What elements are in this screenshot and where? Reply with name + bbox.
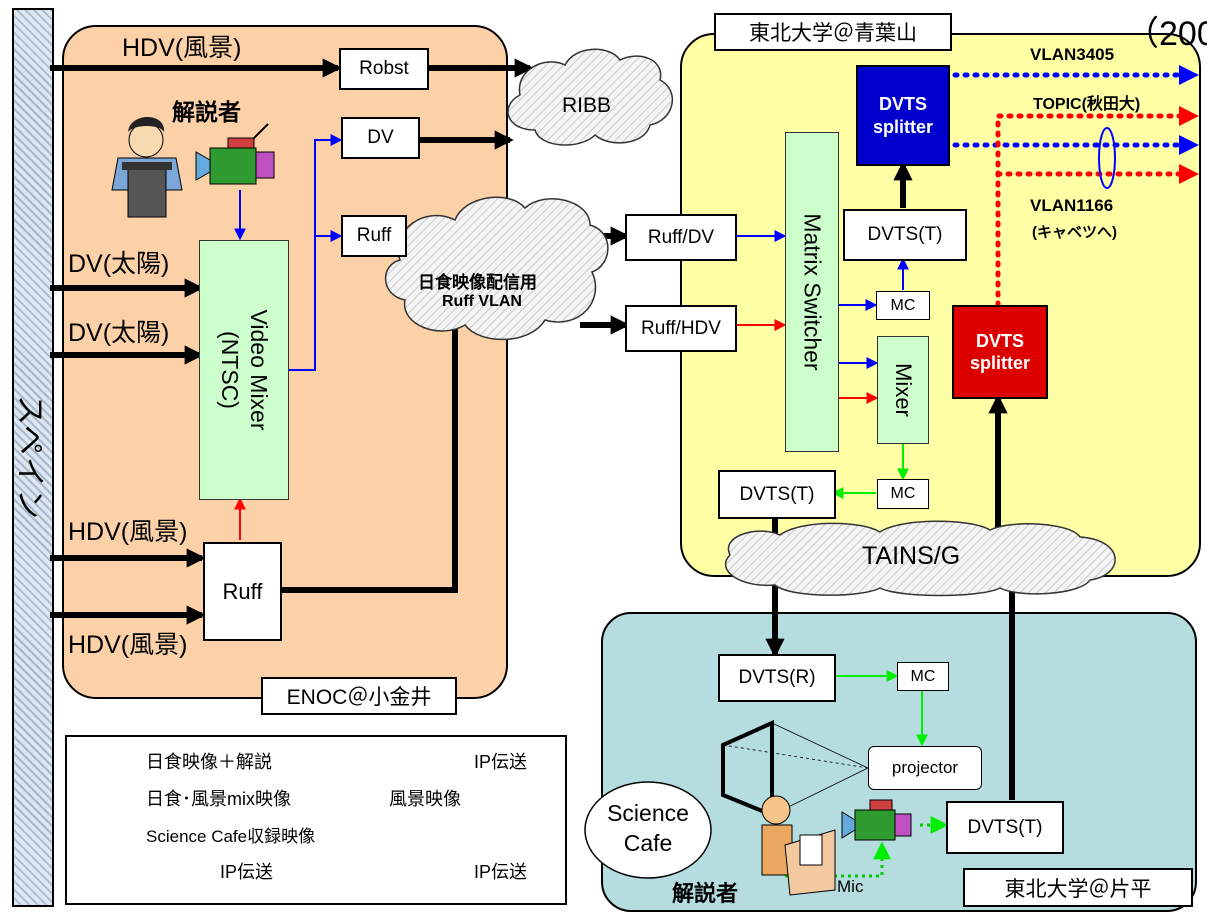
input-label-dv1: DV(太陽) — [68, 250, 170, 278]
mc2-box: MC — [877, 479, 929, 509]
projector-box: projector — [868, 746, 982, 790]
science-cafe-ellipse — [584, 781, 712, 879]
ruff-vlan-cloud — [384, 196, 609, 341]
camera-top-icon — [195, 123, 275, 185]
cabbage-label: (キャベツへ) — [1032, 224, 1117, 241]
ribb-cloud — [507, 48, 674, 146]
dvts-t-bottom-box: DVTS(T) — [946, 801, 1064, 854]
tains-cloud — [724, 520, 1116, 597]
legend-red-dotted-label: IP伝送 — [474, 862, 528, 882]
vlan1166-ellipse — [1098, 127, 1116, 189]
ribb-label: RIBB — [562, 94, 612, 117]
arrow-mixer-dv — [287, 134, 343, 371]
dvts-splitter-red: DVTS splitter — [952, 305, 1048, 399]
video-mixer-line1: Video Mixer — [245, 309, 272, 431]
commentator-top-icon — [111, 117, 183, 218]
input-label-hdv-bottom: HDV(風景) — [68, 631, 188, 659]
matrix-switcher-label: Matrix Switcher — [799, 213, 826, 371]
matrix-switcher-box: Matrix Switcher — [785, 132, 839, 452]
mixer-label: Mixer — [891, 363, 916, 417]
dv-box: DV — [341, 117, 420, 159]
legend-blue-label: 日食映像＋解説 — [146, 752, 272, 772]
legend-blue-dotted-label: IP伝送 — [220, 862, 274, 882]
legend-box — [65, 735, 567, 905]
input-label-hdv-top: HDV(風景) — [122, 34, 242, 62]
commentator-top-label: 解説者 — [172, 99, 241, 125]
commentator-bottom-label: 解説者 — [672, 881, 739, 906]
ruff-bottom-box: Ruff — [203, 542, 282, 641]
mc3-box: MC — [897, 662, 949, 691]
region-label-tohoku-aoba: 東北大学＠青葉山 — [714, 13, 952, 51]
video-mixer-box: Video Mixer (NTSC) — [199, 240, 289, 500]
arrow-red-topic — [995, 106, 1199, 308]
mixer-box: Mixer — [877, 336, 929, 444]
camera-bottom-icon — [841, 799, 912, 841]
projector-screen — [721, 719, 869, 818]
ruff-vlan-label-line2: Ruff VLAN — [442, 293, 522, 310]
mc1-box: MC — [876, 291, 930, 320]
ruff-dv-box: Ruff/DV — [625, 214, 737, 261]
dvts-t-mid-box: DVTS(T) — [718, 470, 836, 519]
line-ruff-bottom-vlan — [277, 320, 458, 593]
input-label-hdv-mid: HDV(風景) — [68, 518, 188, 546]
splitter-red-line2: splitter — [969, 353, 1030, 373]
year-fragment: （200 — [1125, 15, 1207, 53]
dvts-splitter-blue: DVTS splitter — [856, 65, 950, 166]
ruff-vlan-label-line1: 日食映像配信用 — [418, 273, 537, 292]
spain-bar: スペイン — [12, 8, 54, 907]
legend-green-label: 日食･風景mix映像 — [146, 789, 291, 809]
ruff-hdv-box: Ruff/HDV — [625, 305, 737, 352]
science-cafe-line1: Science — [607, 800, 689, 826]
topic-label: TOPIC(秋田大) — [1033, 96, 1141, 113]
legend-red-label: 風景映像 — [389, 789, 461, 809]
video-mixer-line2: (NTSC) — [217, 331, 243, 409]
input-label-dv2: DV(太陽) — [68, 319, 170, 347]
dvts-r-box: DVTS(R) — [718, 654, 836, 702]
region-label-enoc: ENOC＠小金井 — [261, 677, 457, 715]
vlan3405-label: VLAN3405 — [1030, 45, 1115, 64]
robst-box: Robst — [339, 48, 429, 90]
mic-label: Mic — [837, 877, 864, 896]
splitter-blue-line2: splitter — [872, 116, 933, 137]
science-cafe-line2: Cafe — [623, 830, 673, 856]
region-label-tohoku-katahira: 東北大学＠片平 — [963, 868, 1193, 907]
legend-black-label: IP伝送 — [474, 752, 528, 772]
commentator-bottom-icon — [761, 795, 836, 896]
tains-label: TAINS/G — [862, 542, 961, 570]
dvts-t-top-box: DVTS(T) — [843, 209, 967, 261]
splitter-blue-line1: DVTS — [878, 94, 927, 114]
ruff-top-box: Ruff — [341, 215, 407, 257]
splitter-red-line1: DVTS — [975, 330, 1024, 351]
vlan1166-label: VLAN1166 — [1030, 196, 1114, 215]
legend-green-dotted-label: Science Cafe収録映像 — [146, 827, 316, 846]
